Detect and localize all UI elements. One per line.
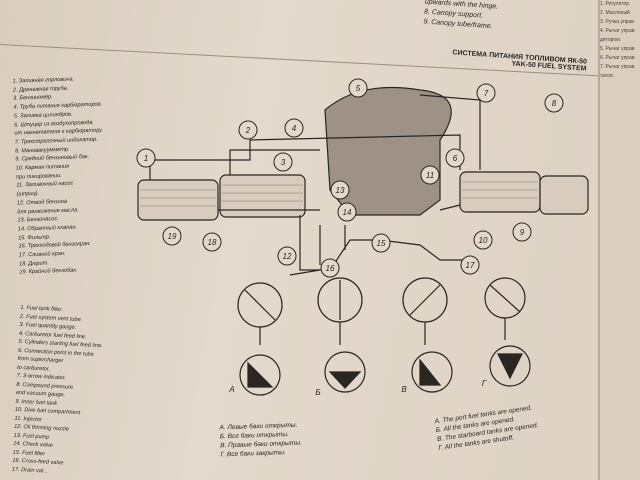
callout-circle (473, 230, 493, 250)
right-page-line: дятором. (600, 37, 622, 43)
callout-circle (476, 83, 496, 103)
captions-ru: А. Левые баки открыты. Б. Все баки откры… (219, 421, 302, 460)
right-page-line: 5. Рычаг управ (600, 46, 635, 52)
callout-circle (320, 258, 340, 278)
callout-number: 10 (479, 236, 488, 245)
callout-number: 13 (336, 186, 345, 195)
valve-b (317, 277, 366, 393)
callout-circle (330, 180, 350, 200)
valve-label-g: Г (482, 379, 487, 388)
right-page-edge: 1. Регулятор 2. Масляный 3. Ручка управ 4. … (598, 0, 640, 480)
right-page-line: 6. Рычаг управ (600, 55, 635, 61)
valve-g (484, 277, 531, 387)
book-page: upwards with the hinge. 8. Canopy suppor… (0, 0, 600, 480)
valve-label-v: В (401, 385, 407, 394)
callout-number: 15 (377, 239, 386, 248)
right-page-line: 7. Рычаг управ (600, 64, 635, 70)
callout-circle (371, 233, 391, 253)
callout-number: 8 (552, 99, 557, 108)
right-inner-tank (459, 171, 541, 213)
callout-number: 3 (281, 158, 286, 167)
callout-circle (445, 148, 465, 168)
callout-number: 11 (426, 171, 434, 180)
callout-number: 1 (144, 154, 148, 163)
callout-circle (420, 165, 440, 185)
callout-circle (460, 255, 480, 275)
callout-number: 4 (292, 124, 297, 133)
right-page-line: 1. Регулятор (600, 1, 630, 7)
fuel-line (439, 204, 461, 211)
right-page-line: 3. Ручка управ (600, 19, 634, 25)
callout-circle (544, 93, 564, 113)
callout-circle (162, 226, 182, 246)
callout-number: 18 (208, 238, 217, 247)
callout-circle (337, 202, 357, 222)
callout-circle (273, 152, 293, 172)
callout-circle (136, 148, 156, 168)
callout-circle (202, 232, 222, 252)
valve-a (237, 282, 283, 396)
callout-number: 14 (343, 208, 352, 217)
valve-label-a: А (228, 385, 234, 394)
callout-circle (277, 246, 297, 266)
fuel-line (299, 215, 470, 271)
feed-line (229, 149, 320, 175)
callout-number: 9 (520, 228, 525, 237)
right-page-line: 2. Масляный (600, 10, 630, 16)
callout-number: 16 (326, 264, 335, 273)
left-outer-tank (137, 179, 219, 221)
valve-label-b: Б (315, 388, 320, 397)
callout-number: 5 (356, 84, 361, 93)
callout-circle (284, 118, 304, 138)
drain-line (289, 269, 321, 276)
right-page-line: татоя. (600, 73, 615, 79)
right-page-line: 4. Рычаг управ (600, 28, 635, 34)
callout-circle (512, 222, 532, 242)
fuel-line (319, 225, 346, 265)
left-inner-tank (219, 174, 306, 218)
callout-number: 17 (466, 261, 475, 270)
callout-circle (238, 120, 258, 140)
callout-number: 12 (283, 252, 292, 261)
valve-v (402, 277, 453, 393)
callout-number: 2 (245, 126, 251, 135)
callout-number: 6 (453, 154, 458, 163)
tank-hatching (140, 181, 538, 207)
callout-circle (348, 78, 368, 98)
callout-number: 19 (168, 232, 177, 241)
callout-number: 7 (484, 89, 489, 98)
right-outer-tank (539, 175, 589, 215)
